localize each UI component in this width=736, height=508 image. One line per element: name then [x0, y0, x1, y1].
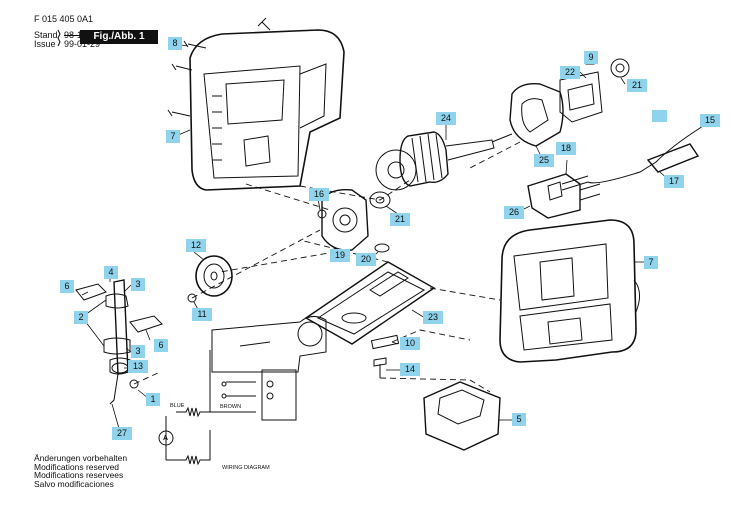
figure-badge: Fig./Abb. 1 [80, 30, 158, 44]
footer-line: Salvo modificaciones [34, 478, 114, 489]
issue-label: Issue [34, 39, 56, 49]
part-label: 2 [74, 311, 88, 324]
part-label: 23 [423, 311, 443, 324]
housing-left-half [189, 29, 345, 191]
wiring-brown-label: BROWN [220, 404, 241, 410]
part-label: 6 [60, 280, 74, 293]
screw-1 [129, 379, 139, 389]
bearing-21-mid [369, 191, 391, 209]
clamp-10 [370, 334, 400, 350]
part-label: 15 [700, 114, 720, 127]
clamp-20 [374, 243, 390, 253]
part-label: 10 [400, 337, 420, 350]
part-label: 9 [584, 51, 598, 64]
footer-notes: Änderungen vorbehalten Modifications res… [34, 454, 127, 488]
bearing-21-top [610, 58, 630, 78]
part-label: 17 [664, 175, 684, 188]
footer-line: Modifications reservees [34, 470, 124, 480]
issue-value: 99-01-29 [64, 39, 101, 49]
doc-number: F 015 405 0A1 [34, 14, 94, 24]
shoe-23 [304, 261, 436, 345]
part-label: 16 [309, 188, 329, 201]
part-label: 7 [644, 256, 658, 269]
stand-label: Stand [34, 30, 58, 40]
fan-19 [321, 189, 369, 251]
gear-12 [195, 255, 233, 297]
part-label: 22 [560, 66, 580, 79]
pin-11 [187, 293, 197, 303]
part-label: 26 [504, 206, 524, 219]
wiring-diagram [158, 316, 327, 466]
part-label: 21 [627, 79, 647, 92]
dust-cover-5 [423, 381, 501, 451]
stand-value: 98-11 [64, 30, 87, 40]
assembly-dashed-lines [133, 141, 521, 393]
part-label: 24 [436, 112, 456, 125]
footer-line: Modifications reserved [34, 461, 120, 472]
washer-16 [317, 209, 327, 219]
leader-lines [81, 43, 704, 433]
part-label: 12 [186, 239, 206, 252]
armature-24 [375, 131, 513, 191]
part-label: 3 [131, 345, 145, 358]
part-label: 27 [112, 427, 132, 440]
motor-symbol: A [163, 435, 168, 442]
part-label: 6 [154, 339, 168, 352]
part-label: 25 [534, 154, 554, 167]
housing-right-half [499, 219, 640, 363]
part-label: 5 [512, 413, 526, 426]
cord-15-17 [561, 127, 701, 191]
part-label: 19 [330, 249, 350, 262]
screws-8 [167, 17, 271, 117]
stand-brace [57, 29, 61, 47]
brush-holder-22 [559, 71, 603, 123]
guide-6-left [75, 283, 107, 301]
part-label: 13 [128, 360, 148, 373]
part-label: 20 [356, 253, 376, 266]
part-label: 14 [400, 363, 420, 376]
part-label: 18 [556, 142, 576, 155]
guide-6-right [129, 315, 163, 333]
blank-label [652, 110, 667, 122]
part-label: 8 [168, 37, 182, 50]
screw-14 [373, 357, 387, 378]
part-label: 3 [131, 278, 145, 291]
wiring-blue-label: BLUE [170, 403, 185, 409]
part-label: 11 [192, 308, 212, 321]
part-label: 1 [146, 393, 160, 406]
plunger-assembly-2 [103, 279, 131, 405]
part-label: 21 [390, 213, 410, 226]
wiring-diagram-title: WIRING DIAGRAM [222, 465, 270, 471]
part-label: 4 [104, 266, 118, 279]
footer-line: Änderungen vorbehalten [34, 453, 128, 463]
field-coil-25 [509, 83, 564, 147]
switch-26 [527, 173, 601, 219]
part-label: 7 [166, 130, 180, 143]
